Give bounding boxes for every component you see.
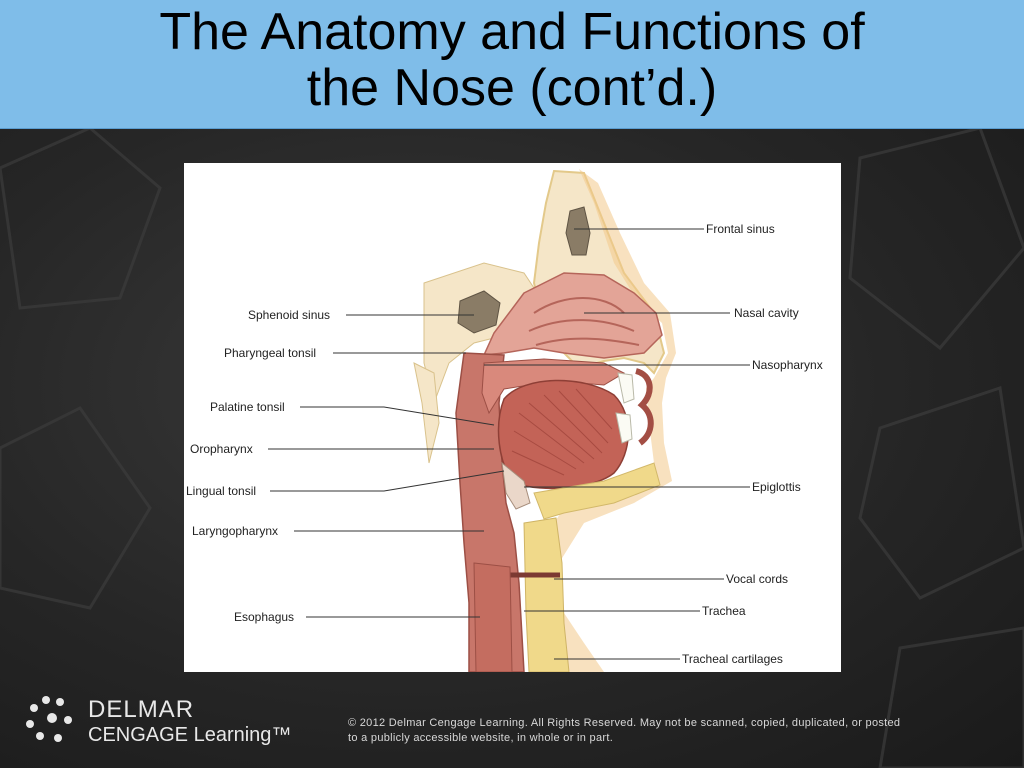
background-pattern: [0, 128, 1024, 768]
label-nasopharynx: Nasopharynx: [752, 358, 823, 372]
frontal-sinus-shape: [565, 206, 591, 256]
anatomy-figure: Sphenoid sinus Pharyngeal tonsil Palatin…: [184, 163, 841, 672]
label-frontal-sinus: Frontal sinus: [706, 222, 775, 236]
label-oropharynx: Oropharynx: [190, 442, 253, 456]
label-tracheal-cartilages: Tracheal cartilages: [682, 652, 783, 666]
label-laryngopharynx: Laryngopharynx: [192, 524, 278, 538]
title-bar: The Anatomy and Functions of the Nose (c…: [0, 0, 1024, 129]
delmar-cengage-logo: DELMAR CENGAGE Learning™: [24, 690, 291, 754]
label-palatine-tonsil: Palatine tonsil: [210, 400, 285, 414]
title-line-2: the Nose (cont’d.): [306, 59, 718, 117]
page-title: The Anatomy and Functions of the Nose (c…: [0, 4, 1024, 116]
label-pharyngeal-tonsil: Pharyngeal tonsil: [224, 346, 316, 360]
logo-line-1: DELMAR: [88, 696, 195, 723]
nose-throat-diagram: Sphenoid sinus Pharyngeal tonsil Palatin…: [186, 169, 823, 672]
label-epiglottis: Epiglottis: [752, 480, 801, 494]
sphenoid-sinus-shape: [457, 290, 501, 334]
trachea-shape: [523, 517, 570, 672]
esophagus-shape: [473, 562, 513, 672]
nasal-conchae: [528, 297, 640, 346]
label-esophagus: Esophagus: [234, 610, 294, 624]
label-sphenoid-sinus: Sphenoid sinus: [248, 308, 330, 322]
tongue-muscle-fibers: [511, 388, 613, 476]
logo-line-2: CENGAGE Learning™: [88, 724, 292, 746]
lips: [634, 368, 654, 446]
leader-lines: [268, 228, 750, 660]
epiglottis-shape: [501, 461, 531, 510]
copyright-line-2: to a publicly accessible website, in who…: [348, 732, 614, 744]
tongue-shape: [497, 379, 629, 490]
copyright-notice: © 2012 Delmar Cengage Learning. All Righ…: [348, 716, 948, 746]
label-vocal-cords: Vocal cords: [726, 572, 788, 586]
title-line-1: The Anatomy and Functions of: [159, 3, 865, 61]
mandible-bone: [533, 462, 661, 520]
teeth: [615, 372, 635, 444]
label-lingual-tonsil: Lingual tonsil: [186, 484, 256, 498]
logo-dots-icon: [26, 696, 72, 742]
label-nasal-cavity: Nasal cavity: [734, 306, 799, 320]
face-skin: [554, 169, 676, 672]
label-trachea: Trachea: [702, 604, 746, 618]
copyright-line-1: © 2012 Delmar Cengage Learning. All Righ…: [348, 717, 901, 729]
cervical-spine: [413, 362, 440, 464]
